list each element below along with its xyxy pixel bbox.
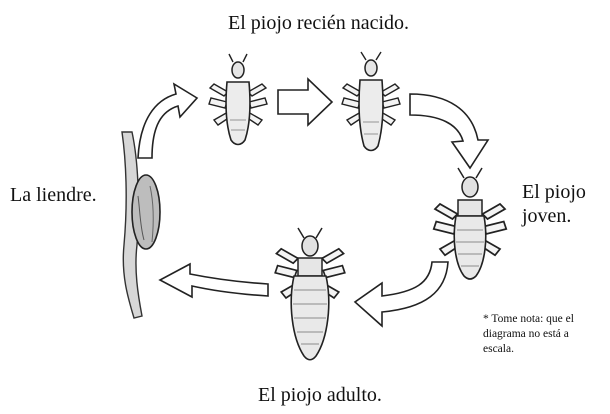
scale-note-line1: * Tome nota: que el [483,312,608,327]
arrow-young-to-adult [355,262,448,326]
newborn-louse-2 [342,52,400,151]
arrow-nit-to-newborn [138,84,197,158]
label-newborn-louse: El piojo recién nacido. [228,12,409,35]
scale-note-line3: escala. [483,342,608,357]
label-young-louse-line2: joven. [522,204,586,228]
scale-note: * Tome nota: que el diagrama no está a e… [483,312,608,357]
label-young-louse-line1: El piojo [522,180,586,204]
label-young-louse: El piojo joven. [522,180,586,228]
label-adult-louse: El piojo adulto. [258,384,382,407]
arrow-newborn-right [278,79,332,125]
scale-note-line2: diagrama no está a [483,327,608,342]
nit-illustration [122,132,160,318]
arrow-adult-to-nit [160,264,268,297]
arrow-newborn-to-young [410,94,488,168]
label-nit: La liendre. [10,184,97,207]
adult-louse [275,228,345,360]
newborn-louse-1 [209,54,267,145]
